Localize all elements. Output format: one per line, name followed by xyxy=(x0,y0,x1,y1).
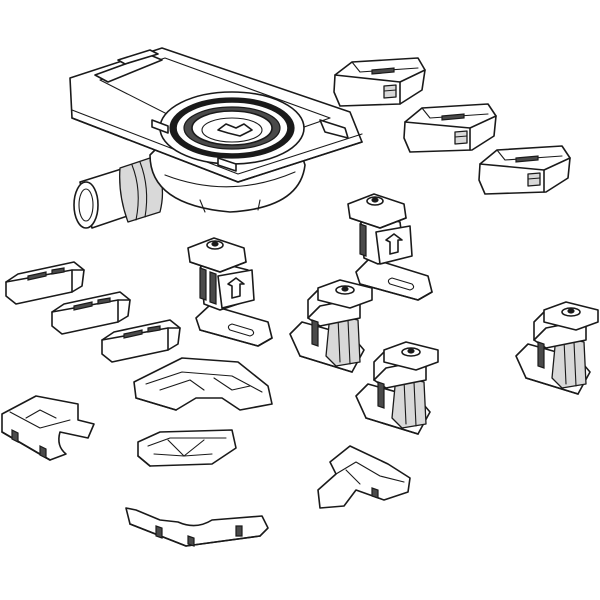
edge-frame xyxy=(317,445,411,509)
edge-frame xyxy=(133,357,273,411)
clip xyxy=(5,261,85,305)
edge-frame xyxy=(137,429,237,467)
clip xyxy=(51,291,131,335)
adjustable-foot xyxy=(515,301,599,395)
adjustable-foot xyxy=(355,341,439,435)
height-riser xyxy=(403,103,497,153)
clip xyxy=(101,319,181,363)
support-bracket xyxy=(347,193,433,301)
adjustable-foot xyxy=(289,279,373,373)
edge-frame xyxy=(1,395,95,461)
edge-frame xyxy=(125,507,269,547)
height-riser xyxy=(333,57,426,107)
support-bracket xyxy=(187,237,273,347)
drain-body xyxy=(69,47,363,229)
height-riser xyxy=(478,145,571,195)
